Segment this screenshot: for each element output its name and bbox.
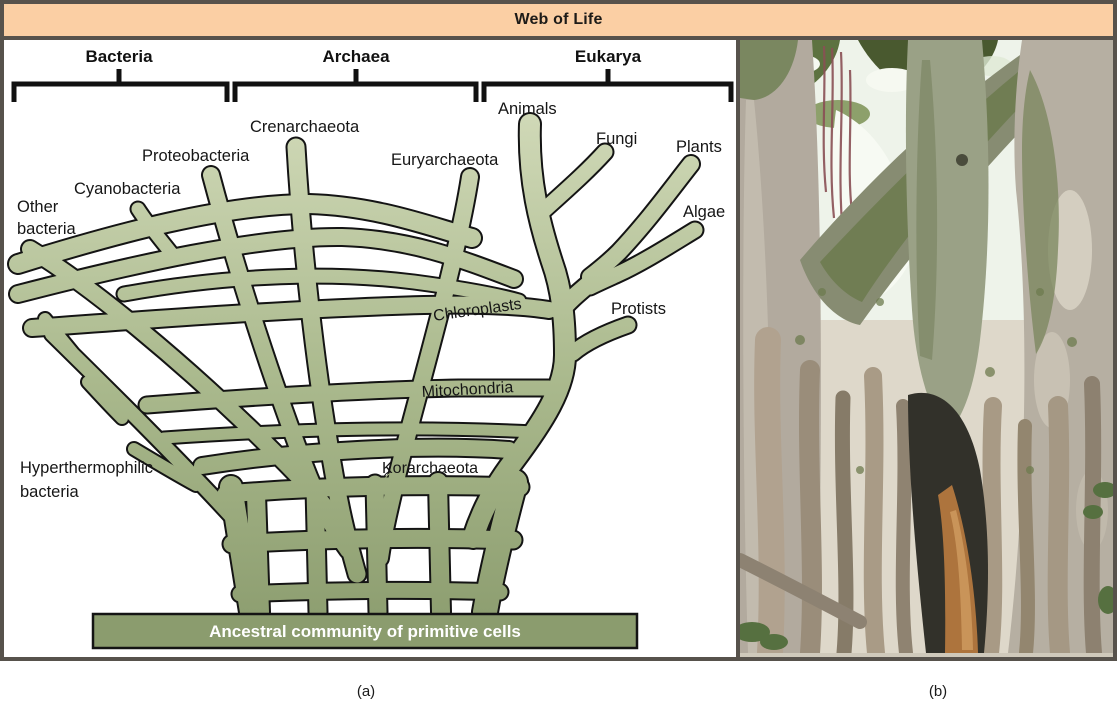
label-korarchaeota: Korarchaeota [382, 460, 478, 477]
label-animals: Animals [498, 100, 557, 118]
bacteria-bracket [11, 69, 230, 102]
label-protists: Protists [611, 300, 666, 318]
title-bar: Web of Life [4, 4, 1113, 40]
label-fungi: Fungi [596, 130, 637, 148]
label-plants: Plants [676, 138, 722, 156]
fig-tree-photo [740, 40, 1113, 653]
domain-brackets [11, 69, 734, 102]
caption-b: (b) [928, 683, 948, 700]
archaea-bracket [232, 69, 479, 102]
label-euryarchaeota: Euryarchaeota [391, 151, 499, 169]
domain-label-eukarya: Eukarya [575, 47, 642, 66]
domain-label-bacteria: Bacteria [85, 47, 153, 66]
panel-tree-photo [740, 40, 1113, 657]
aerial-root-strands [822, 45, 854, 236]
phylogeny-web-svg: Ancestral community of primitive cells B… [4, 47, 734, 650]
label-hyperthermophilic-line1: Hyperthermophilic [20, 459, 153, 477]
figure-content: Ancestral community of primitive cells B… [4, 40, 1113, 657]
label-mitochondria: Mitochondria [421, 379, 513, 401]
central-trunk [905, 40, 989, 435]
label-proteobacteria: Proteobacteria [142, 147, 250, 165]
panel-web-diagram: Ancestral community of primitive cells B… [4, 40, 736, 657]
branch-fills [18, 124, 695, 612]
domain-label-archaea: Archaea [322, 47, 390, 66]
panel-divider [736, 40, 740, 657]
page-title: Web of Life [514, 11, 603, 28]
eukarya-bracket [481, 69, 734, 102]
ancestral-bar [91, 612, 639, 650]
leaf-clusters [740, 482, 1113, 650]
figure-frame: Web of Life [0, 0, 1117, 661]
label-hyperthermophilic-line2: bacteria [20, 483, 80, 501]
moss-speckles [795, 288, 1077, 474]
caption-a: (a) [356, 683, 376, 700]
label-cyanobacteria: Cyanobacteria [74, 180, 181, 198]
label-other-bacteria-line2: bacteria [17, 220, 77, 238]
root-tangle [740, 327, 1102, 653]
ancestral-bar-label: Ancestral community of primitive cells [209, 622, 521, 641]
label-other-bacteria-line1: Other [17, 198, 59, 216]
label-algae: Algae [683, 203, 725, 221]
label-crenarchaeota: Crenarchaeota [250, 118, 360, 136]
hollow-and-split-wood [908, 392, 988, 653]
